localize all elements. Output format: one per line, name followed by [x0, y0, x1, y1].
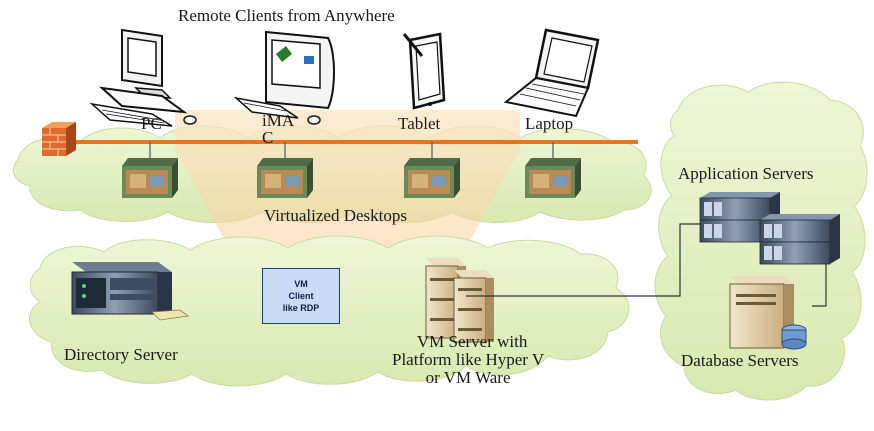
vm-client-line-3: like RDP — [282, 303, 320, 313]
laptop-icon — [503, 28, 600, 118]
diagram-title: Remote Clients from Anywhere — [178, 6, 395, 25]
virtualized-desktops-label: Virtualized Desktops — [264, 206, 407, 225]
client-label-tablet: Tablet — [398, 114, 441, 133]
vm-server-icon — [425, 258, 494, 343]
vm-client-box: VM Client like RDP — [262, 268, 340, 324]
application-servers-icon — [759, 214, 840, 265]
client-label-pc: PC — [141, 114, 162, 133]
desktop-links — [149, 142, 554, 160]
client-label-imac: iMA C — [262, 111, 295, 147]
database-server-icon — [729, 276, 807, 350]
directory-server-label: Directory Server — [64, 345, 178, 364]
down-arrow-shape — [175, 110, 520, 270]
virtual-desktop-icon — [257, 158, 313, 198]
database-servers-label: Database Servers — [681, 351, 799, 370]
vm-server-line-2: Platform like Hyper V — [392, 350, 545, 369]
vm-client-line-1: VM — [294, 279, 308, 289]
directory-server-icon — [71, 262, 190, 321]
desktop-pc-icon — [89, 28, 197, 127]
virtual-desktop-icon — [122, 158, 178, 198]
vm-server-line-1: VM Server with — [416, 332, 528, 351]
client-label-laptop: Laptop — [525, 114, 574, 133]
imac-icon — [233, 30, 335, 125]
vm-client-line-2: Client — [288, 291, 314, 301]
virtual-desktop-icon — [404, 158, 460, 198]
vm-server-label: VM Server with Platform like Hyper V or … — [392, 333, 544, 387]
virtual-desktop-icon — [525, 158, 581, 198]
vm-server-line-3: or VM Ware — [425, 368, 511, 387]
tablet-icon — [402, 32, 446, 110]
firewall-icon — [42, 122, 76, 156]
application-servers-label: Application Servers — [678, 164, 814, 183]
